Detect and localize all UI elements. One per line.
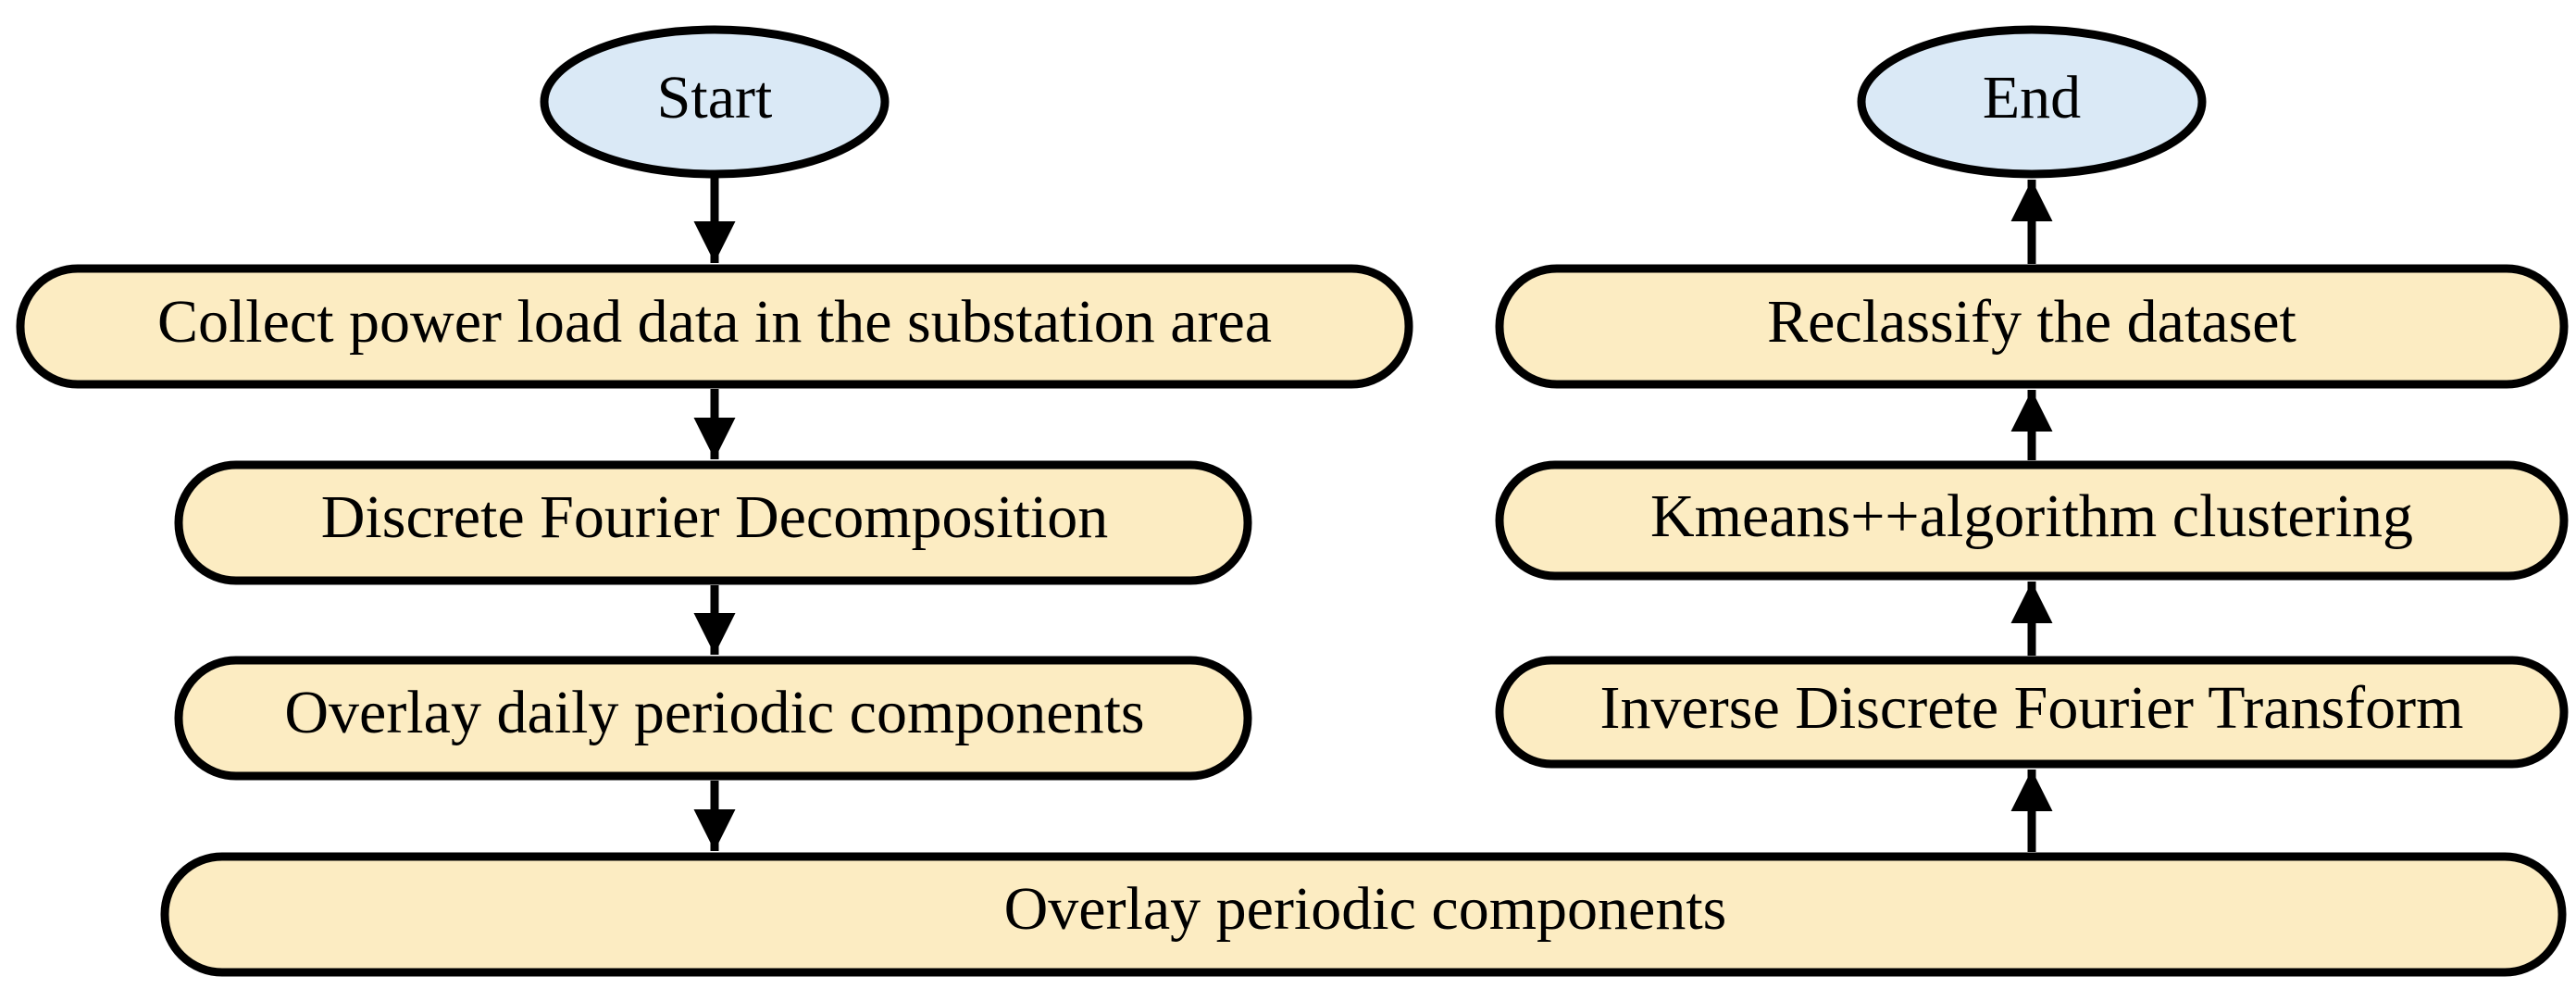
start-node-label: Start <box>657 64 773 131</box>
end-node-label: End <box>1983 64 2081 131</box>
overlay-periodic-node-label: Overlay periodic components <box>1004 875 1727 943</box>
overlay-daily-node-label: Overlay daily periodic components <box>284 679 1144 746</box>
kmeans-node-shape <box>1495 460 2569 581</box>
overlay-periodic-node: Overlay periodic components <box>160 852 2567 977</box>
start-node-shape <box>540 25 890 179</box>
kmeans-node-label: Kmeans++algorithm clustering <box>1650 482 2413 550</box>
start-node: Start <box>540 25 890 179</box>
overlay-periodic-node-shape <box>160 852 2567 977</box>
end-node: End <box>1857 25 2207 179</box>
kmeans-node: Kmeans++algorithm clustering <box>1495 460 2569 581</box>
collect-data-node-label: Collect power load data in the substatio… <box>157 288 1272 356</box>
reclassify-node-shape <box>1495 264 2569 389</box>
overlay-daily-node-shape <box>174 656 1252 781</box>
overlay-daily-node: Overlay daily periodic components <box>174 656 1252 781</box>
dft-node: Discrete Fourier Decomposition <box>174 460 1252 585</box>
dft-node-label: Discrete Fourier Decomposition <box>321 483 1108 551</box>
end-node-shape <box>1857 25 2207 179</box>
idft-node: Inverse Discrete Fourier Transform <box>1495 656 2569 769</box>
dft-node-shape <box>174 460 1252 585</box>
idft-node-shape <box>1495 656 2569 769</box>
idft-node-label: Inverse Discrete Fourier Transform <box>1600 674 2464 742</box>
reclassify-node: Reclassify the dataset <box>1495 264 2569 389</box>
reclassify-node-label: Reclassify the dataset <box>1767 288 2296 356</box>
collect-data-node: Collect power load data in the substatio… <box>16 264 1413 389</box>
collect-data-node-shape <box>16 264 1413 389</box>
